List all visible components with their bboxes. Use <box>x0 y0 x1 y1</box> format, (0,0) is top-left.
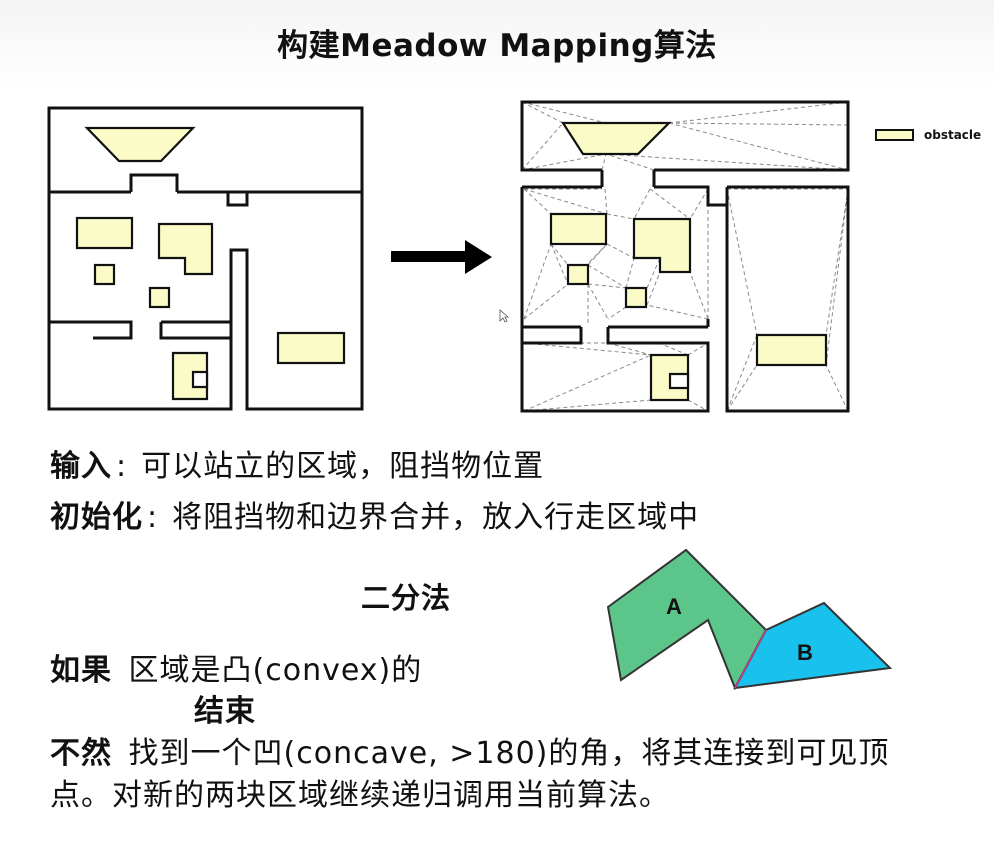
map-mid-wall <box>49 320 231 340</box>
obstacle-4 <box>276 331 346 365</box>
else-text-1: 找到一个凹(concave, >180)的角，将其连接到可见顶 <box>128 736 890 771</box>
if-label: 如果 <box>50 653 112 688</box>
end-label: 结束 <box>194 694 256 729</box>
transform-arrow <box>391 240 492 274</box>
map-top-room <box>47 106 364 194</box>
split-edge <box>734 629 767 689</box>
input-map <box>47 106 364 411</box>
obstacle-2 <box>93 263 116 286</box>
obstacle-trapezoid <box>84 126 196 163</box>
method-title: 二分法 <box>361 581 452 615</box>
mouse-cursor-icon <box>499 309 509 323</box>
init-sep: : <box>147 500 159 535</box>
obstacle-c-cut <box>191 370 209 389</box>
meadow-map <box>520 100 850 413</box>
input-line: 输入: 可以站立的区域，阻挡物位置 <box>50 441 544 485</box>
region-b-label: B <box>797 640 813 665</box>
else-line: 不然 找到一个凹(concave, >180)的角，将其连接到可见顶 <box>50 728 889 772</box>
split-diagram: A B <box>606 548 893 690</box>
obstacle-3 <box>148 286 171 309</box>
input-label: 输入 <box>50 449 112 484</box>
map-left-room <box>47 192 364 411</box>
legend-swatch <box>875 129 914 141</box>
input-text: 可以站立的区域，阻挡物位置 <box>141 449 545 484</box>
page-title: 构建Meadow Mapping算法 <box>277 28 717 64</box>
if-text: 区域是凸(convex)的 <box>128 653 423 688</box>
map-corridor-notch <box>226 192 249 207</box>
map-top-notch <box>129 173 179 192</box>
region-a <box>606 548 768 690</box>
else-label: 不然 <box>50 736 112 771</box>
input-sep: : <box>116 449 128 484</box>
obstacle-l-shape <box>157 222 214 276</box>
init-label: 初始化 <box>50 500 143 535</box>
init-text: 将阻挡物和边界合并，放入行走区域中 <box>172 500 700 535</box>
title-band <box>0 0 994 88</box>
else-line-2: 点。对新的两块区域继续递归调用当前算法。 <box>50 778 670 813</box>
if-line: 如果 区域是凸(convex)的 <box>50 645 422 689</box>
region-a-label: A <box>666 594 682 619</box>
obstacle-1 <box>75 216 134 250</box>
legend-label: obstacle <box>924 128 982 142</box>
init-line: 初始化: 将阻挡物和边界合并，放入行走区域中 <box>50 492 699 536</box>
